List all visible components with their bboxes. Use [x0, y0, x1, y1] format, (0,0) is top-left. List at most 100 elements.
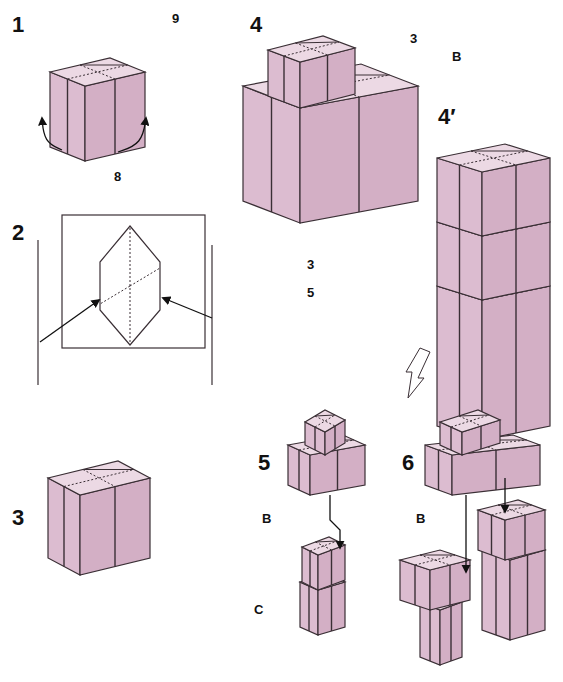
fold-line: [495, 450, 496, 490]
fold-line: [315, 416, 335, 426]
fold-line: [480, 426, 481, 449]
fold-line: [83, 469, 134, 470]
cube: [302, 537, 345, 590]
cube-face: [437, 144, 550, 172]
cube-face: [302, 537, 345, 555]
cube: [50, 58, 145, 161]
fold-line: [327, 55, 328, 101]
fold-line: [459, 165, 460, 229]
fold-line: [67, 79, 68, 154]
fold-line: [80, 65, 115, 79]
cube: [305, 410, 345, 455]
callout-number: B: [452, 50, 461, 63]
fold-line: [451, 415, 489, 427]
move-arrow: [42, 118, 62, 150]
fold-line: [460, 151, 528, 165]
step-number: 4′: [438, 106, 456, 128]
fold-line: [515, 293, 516, 433]
callout-number: 3: [307, 258, 314, 271]
step-number: 5: [258, 452, 270, 474]
move-arrow: [40, 300, 99, 342]
fold-line: [438, 450, 439, 490]
cube-face: [268, 36, 355, 62]
move-arrow: [465, 495, 466, 572]
callout-number: 8: [114, 170, 121, 183]
move-arrow: [504, 478, 505, 512]
fold-line: [298, 450, 299, 490]
fold-line: [315, 415, 335, 416]
fold-line: [471, 151, 528, 152]
fold-line: [450, 606, 451, 661]
hollow-arrow: [406, 348, 430, 398]
step-number: 4: [250, 14, 262, 36]
step-number: 6: [402, 452, 414, 474]
cube-face: [243, 86, 300, 223]
move-arrow: [330, 495, 340, 548]
fold-line: [63, 487, 64, 567]
fold-line: [492, 505, 532, 515]
move-arrow: [163, 298, 212, 318]
fold-line: [420, 555, 455, 556]
fold-line: [100, 286, 130, 304]
fold-line: [527, 555, 528, 635]
cube-face: [50, 58, 145, 86]
fold-line: [316, 542, 332, 550]
fold-line: [271, 97, 272, 212]
cube: [437, 144, 550, 236]
fold-line: [459, 415, 489, 416]
fold-line: [449, 565, 450, 605]
callout-number: 3: [410, 32, 417, 45]
fold-line: [524, 515, 525, 555]
fold-line: [310, 541, 337, 551]
fold-line: [316, 541, 338, 542]
fold-line: [415, 555, 455, 565]
step-number: 2: [12, 222, 24, 244]
callout-number: B: [416, 512, 425, 525]
cube-face: [400, 550, 470, 570]
step-number: 1: [12, 14, 24, 36]
fold-line: [450, 427, 451, 450]
cube-face: [478, 500, 545, 520]
fold-line: [515, 229, 516, 293]
fold-line: [130, 268, 160, 286]
fold-line: [459, 416, 481, 426]
fold-line: [334, 426, 335, 449]
callout-number: 5: [307, 286, 314, 299]
fold-line: [358, 97, 359, 212]
fold-line: [114, 79, 115, 154]
cube: [478, 500, 545, 560]
cube-face: [440, 410, 500, 432]
fold-line: [308, 586, 309, 631]
fold-line: [68, 65, 128, 79]
fold-line: [211, 245, 212, 385]
fold-line: [283, 56, 284, 102]
fold-line: [114, 487, 115, 567]
cube-face: [482, 550, 510, 640]
fold-line: [64, 470, 134, 487]
cube: [48, 461, 150, 575]
hexagon-fold: [100, 226, 160, 345]
callout-number: 9: [172, 12, 179, 25]
paper-square: [62, 215, 205, 348]
fold-line: [515, 165, 516, 229]
fold-line: [491, 515, 492, 555]
fold-line: [309, 551, 310, 586]
callout-number: C: [254, 603, 263, 616]
cube-face: [300, 86, 418, 223]
callout-number: B: [262, 512, 271, 525]
cube: [440, 410, 500, 455]
fold-line: [459, 229, 460, 293]
cube-face: [50, 72, 85, 161]
fold-line: [331, 550, 332, 585]
fold-line: [414, 565, 415, 605]
cube-face: [510, 550, 545, 640]
move-arrow: [118, 118, 146, 152]
cube-face: [85, 72, 145, 161]
fold-line: [471, 151, 516, 165]
cube-face: [305, 410, 345, 432]
fold-line: [495, 555, 496, 635]
cube-face: [300, 582, 318, 635]
fold-line: [314, 427, 315, 450]
